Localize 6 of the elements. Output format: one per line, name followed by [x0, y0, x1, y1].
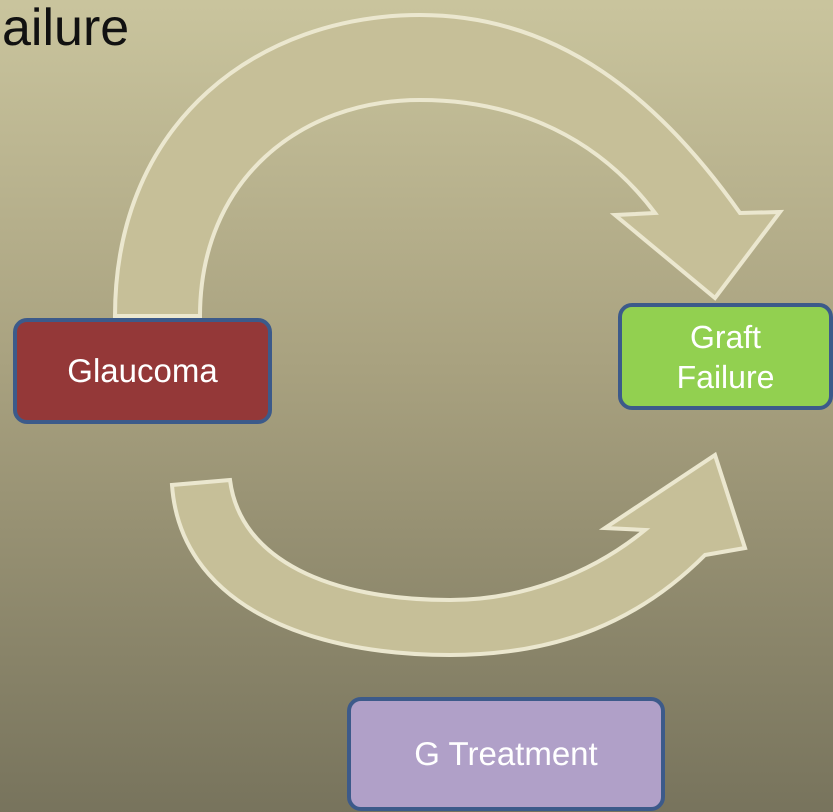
slide-title: ailure — [2, 0, 130, 58]
process-box: Graft Failure — [618, 303, 833, 410]
process-box: Glaucoma — [13, 318, 272, 424]
curved-arrow — [170, 453, 747, 657]
curved-arrow — [113, 13, 782, 318]
process-box: G Treatment — [347, 697, 665, 811]
